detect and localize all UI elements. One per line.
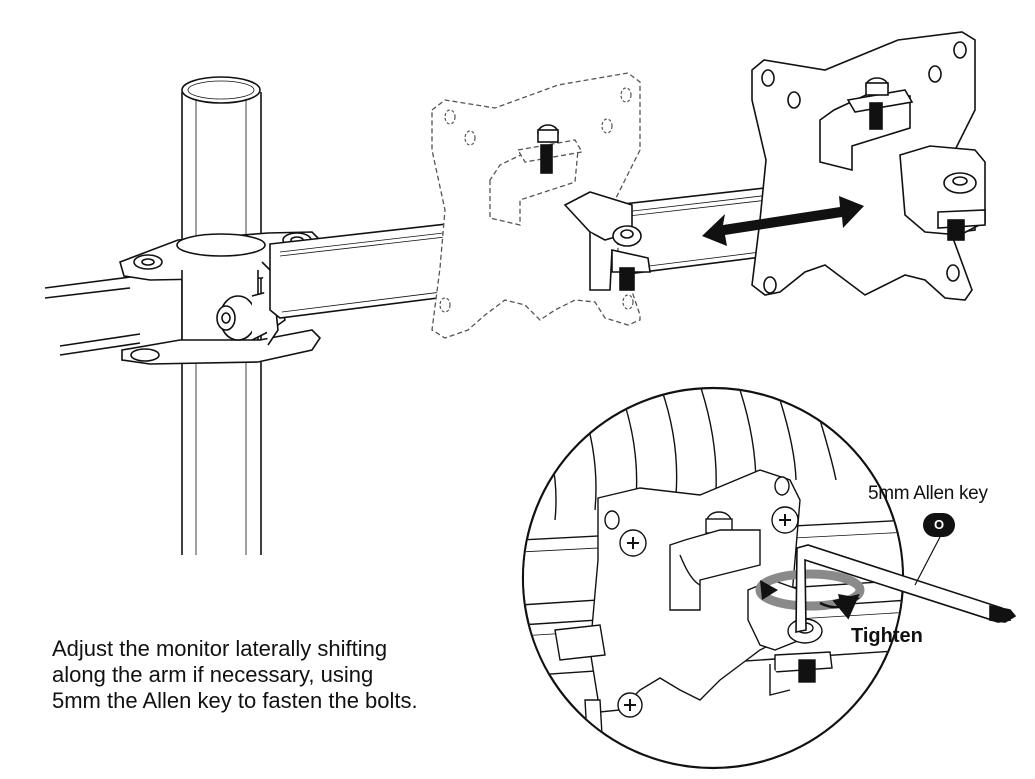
detail-magnifier-circle — [521, 386, 1017, 770]
caption-line-2: along the arm if necessary, using — [52, 662, 374, 687]
caption-line-1: Adjust the monitor laterally shifting — [52, 636, 388, 661]
tool-badge: O — [923, 513, 955, 537]
vesa-plate-right — [751, 31, 986, 301]
tighten-label: Tighten — [851, 625, 923, 647]
double-headed-arrow-icon — [702, 196, 864, 246]
clockwise-rotation-arrow-icon — [755, 569, 865, 620]
vertical-pole — [181, 76, 262, 555]
left-arm-rail — [44, 276, 141, 356]
instruction-caption: Adjust the monitor laterally shifting al… — [52, 636, 522, 714]
allen-key-tool — [795, 544, 1017, 633]
caption-line-3: 5mm the Allen key to fasten the bolts. — [52, 688, 418, 713]
tool-callout-leader — [914, 536, 941, 586]
vesa-plate-original-position — [431, 72, 641, 339]
vesa-holes-dashed — [439, 87, 634, 313]
tool-label: 5mm Allen key — [868, 483, 988, 504]
bracket-with-bolt-middle — [537, 124, 651, 291]
